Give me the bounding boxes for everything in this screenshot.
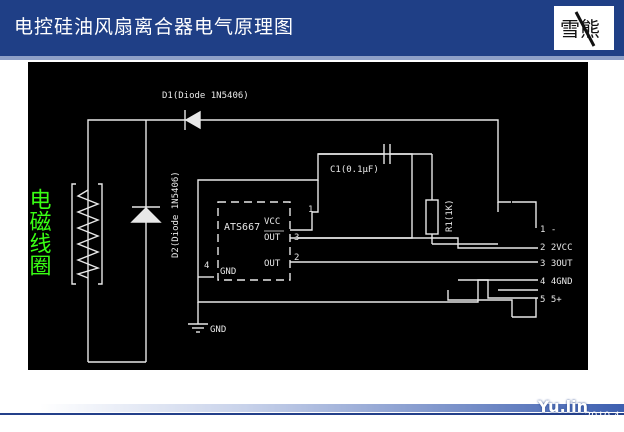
ic-out: OUT: [264, 259, 281, 269]
pin-2: 2: [294, 253, 299, 263]
connector-pin: 3 3OUT: [540, 259, 573, 269]
page-title: 电控硅油风扇离合器电气原理图: [14, 16, 295, 38]
coil-label: 电磁线圈: [28, 188, 52, 276]
ground-label: GND: [210, 325, 226, 335]
pin-4: 4: [204, 261, 209, 271]
title-bar: 电控硅油风扇离合器电气原理图 雪熊: [0, 0, 624, 56]
d1-label: D1(Diode 1N5406): [162, 91, 249, 101]
d2-label: D2(Diode 1N5406): [171, 171, 181, 258]
footer-gradient: [40, 404, 624, 412]
ic-vcc: VCC: [264, 217, 280, 227]
connector-pin: 1 -: [540, 225, 556, 235]
ic-out-bar: OUT: [264, 233, 281, 243]
ic-gnd: GND: [220, 267, 236, 277]
pin-3: 3: [294, 233, 299, 243]
footer-line: [0, 413, 624, 415]
c1-label: C1(0.1μF): [330, 165, 379, 175]
connector-pin: 4 4GND: [540, 277, 573, 287]
connector-pin: 2 2VCC: [540, 243, 573, 253]
r1-label: R1(1K): [445, 199, 455, 232]
circuit-drawing: D1(Diode 1N5406) D2(Diode 1N5406) C1(0.1…: [26, 91, 573, 363]
schematic-diagram: D1(Diode 1N5406) D2(Diode 1N5406) C1(0.1…: [26, 62, 588, 370]
header-divider: [0, 56, 624, 60]
footer-date: 2010-4: [584, 411, 620, 422]
author-name: Yu.lin: [537, 397, 588, 416]
pin-1: 1: [308, 205, 313, 215]
connector-pin: 5 5+: [540, 295, 562, 305]
logo-icon: 雪熊: [554, 6, 614, 50]
ic-name: ATS667: [224, 222, 260, 233]
